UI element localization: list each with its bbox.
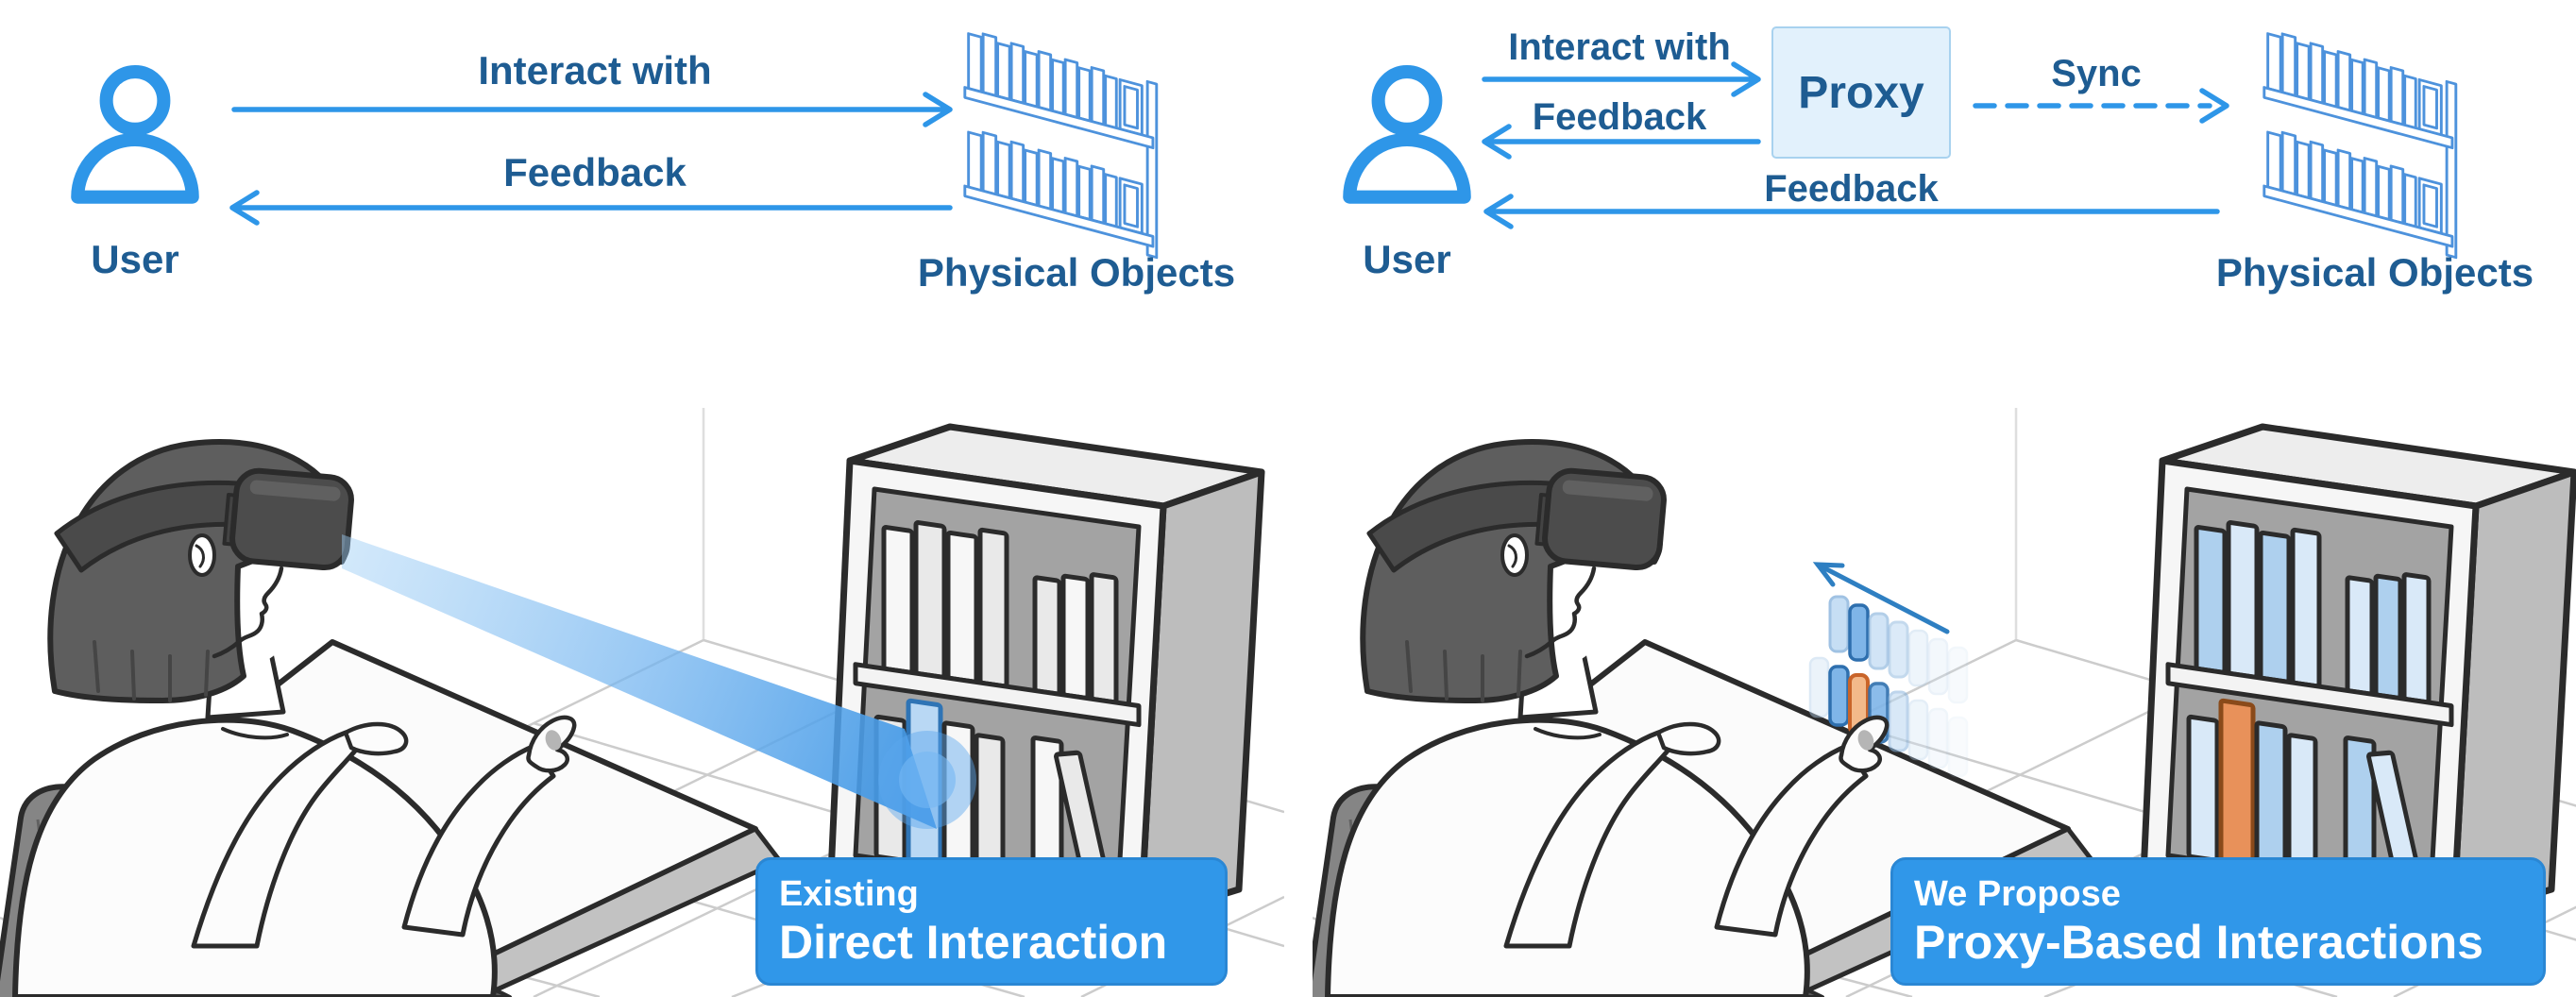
bookshelf-icon: [2255, 6, 2482, 279]
proxy-books-front-row: [1808, 656, 1969, 778]
badge-subtitle: Existing: [779, 873, 919, 914]
move-arrow: [1812, 562, 1950, 634]
user-label: User: [1363, 237, 1451, 281]
bookshelf-illustration: [2144, 427, 2574, 920]
feedback-label: Feedback: [1532, 96, 1707, 138]
sync-arrow: [1973, 88, 2229, 124]
physical-objects-label: Physical Objects: [917, 250, 1236, 295]
badge-title: Direct Interaction: [779, 915, 1168, 969]
feedback-arrow-right: [1482, 124, 1761, 160]
user-icon: [1336, 59, 1478, 210]
badge-subtitle: We Propose: [1914, 873, 2121, 914]
interact-arrow-left: [231, 92, 953, 127]
user-label: User: [91, 237, 179, 281]
direct-interaction-badge: Existing Direct Interaction: [755, 857, 1228, 986]
user-icon: [64, 59, 206, 210]
badge-title: Proxy-Based Interactions: [1914, 915, 2483, 969]
objects-feedback-arrow: [1483, 194, 2220, 229]
interact-label: Interact with: [1508, 26, 1731, 68]
interact-label: Interact with: [478, 48, 712, 93]
gaze-beam: [342, 534, 976, 829]
feedback-label: Feedback: [503, 150, 686, 194]
sync-label: Sync: [2051, 53, 2142, 94]
bookshelf-icon: [956, 6, 1182, 279]
proxy-books-back-row: [1828, 595, 1969, 704]
proxy-box: Proxy: [1771, 26, 1951, 159]
physical-objects-label: Physical Objects: [2215, 250, 2534, 295]
bookshelf-illustration: [831, 427, 1262, 920]
interact-arrow-right: [1482, 61, 1761, 97]
objects-feedback-label: Feedback: [1764, 168, 1939, 210]
schematic-arrows: [229, 61, 2229, 229]
proxy-label: Proxy: [1798, 67, 1924, 118]
proxy-interaction-badge: We Propose Proxy-Based Interactions: [1890, 857, 2546, 986]
proxy-interaction-scene: [1313, 406, 2576, 997]
direct-interaction-scene: [0, 406, 1284, 997]
feedback-arrow-left: [229, 190, 953, 226]
proxy-book-array: [1808, 595, 1969, 778]
